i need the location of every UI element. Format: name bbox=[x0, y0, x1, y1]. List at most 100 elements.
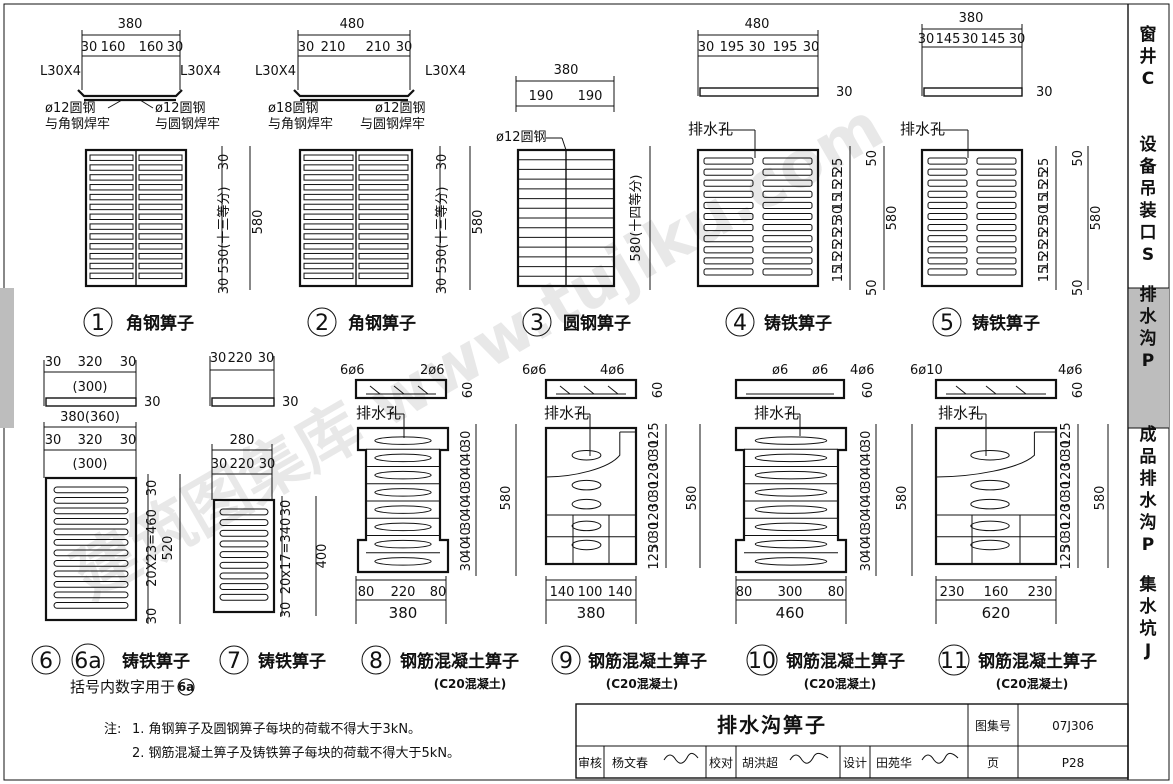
slot bbox=[703, 201, 754, 209]
slot bbox=[53, 560, 129, 567]
svg-text:P28: P28 bbox=[1062, 756, 1085, 770]
svg-text:6a: 6a bbox=[74, 649, 101, 674]
drawing-title: 排水沟箅子 bbox=[717, 713, 827, 737]
svg-text:ø6: ø6 bbox=[772, 363, 788, 378]
dim-text: 25 bbox=[831, 170, 846, 187]
svg-text:140: 140 bbox=[550, 585, 575, 600]
svg-text:60: 60 bbox=[651, 382, 666, 399]
dim-text: 125 bbox=[647, 545, 662, 570]
slot bbox=[762, 157, 813, 165]
drain-hole bbox=[754, 539, 828, 549]
slot bbox=[927, 201, 968, 209]
grate-bar bbox=[89, 174, 134, 181]
svg-text:280: 280 bbox=[230, 433, 255, 448]
svg-text:4: 4 bbox=[733, 311, 747, 336]
slot bbox=[219, 519, 269, 527]
dim-text: 30 bbox=[1059, 535, 1074, 552]
svg-text:2. 钢筋混凝土箅子及铸铁箅子每块的荷载不得大于5kN。: 2. 钢筋混凝土箅子及铸铁箅子每块的荷载不得大于5kN。 bbox=[132, 745, 460, 761]
grate-bar bbox=[89, 213, 134, 220]
svg-text:100: 100 bbox=[578, 585, 603, 600]
drain-hole bbox=[374, 539, 432, 549]
svg-text:380: 380 bbox=[577, 604, 606, 622]
svg-text:ø12圆钢: ø12圆钢 bbox=[496, 130, 547, 145]
svg-text:ø18圆钢: ø18圆钢 bbox=[268, 101, 319, 116]
svg-text:排水孔: 排水孔 bbox=[754, 404, 799, 422]
svg-text:杨文春: 杨文春 bbox=[612, 755, 648, 770]
grate-bar bbox=[303, 174, 354, 181]
svg-text:30: 30 bbox=[81, 40, 98, 55]
grate-bar bbox=[138, 164, 183, 171]
svg-text:580: 580 bbox=[685, 486, 700, 511]
dim-text: 120 bbox=[647, 504, 662, 529]
svg-text:50: 50 bbox=[1071, 279, 1086, 296]
svg-text:钢筋混凝土箅子: 钢筋混凝土箅子 bbox=[400, 651, 519, 672]
svg-text:圆钢箅子: 圆钢箅子 bbox=[563, 313, 631, 334]
dim-text: 15 bbox=[831, 266, 846, 283]
slot bbox=[762, 224, 813, 232]
svg-text:9: 9 bbox=[559, 649, 573, 674]
dim-text: 30 bbox=[647, 495, 662, 512]
slot bbox=[762, 168, 813, 176]
grate-bar bbox=[303, 272, 354, 280]
drain-hole bbox=[374, 505, 432, 514]
grate-bar bbox=[89, 252, 134, 260]
dim-text: 40 bbox=[859, 527, 874, 544]
svg-text:60: 60 bbox=[861, 382, 876, 399]
grate-bar bbox=[358, 213, 409, 220]
grate-bar bbox=[138, 184, 183, 191]
dim-text: 15 bbox=[1037, 254, 1052, 271]
svg-text:30: 30 bbox=[144, 395, 161, 410]
svg-text:30: 30 bbox=[167, 40, 184, 55]
dim-text: 25 bbox=[831, 218, 846, 235]
dim-text: 30 bbox=[1059, 522, 1074, 539]
dim-text: 30 bbox=[459, 513, 474, 530]
svg-text:铸铁箅子: 铸铁箅子 bbox=[972, 313, 1040, 334]
dim-text: 25 bbox=[1037, 242, 1052, 259]
grate-bar bbox=[358, 223, 409, 230]
svg-text:620: 620 bbox=[982, 604, 1011, 622]
grate-bar bbox=[138, 174, 183, 181]
svg-text:(300): (300) bbox=[73, 380, 108, 395]
slot bbox=[762, 268, 813, 276]
grate-bar bbox=[358, 184, 409, 191]
slot bbox=[762, 179, 813, 187]
svg-text:L30X4: L30X4 bbox=[180, 64, 221, 79]
slot bbox=[53, 507, 129, 515]
svg-text:5: 5 bbox=[940, 311, 954, 336]
svg-text:校对: 校对 bbox=[709, 755, 733, 770]
side-index-char: 水 bbox=[1140, 306, 1158, 327]
svg-text:4ø6: 4ø6 bbox=[850, 363, 875, 378]
svg-text:L30X4: L30X4 bbox=[425, 64, 466, 79]
detail-9-rc-grate: 6ø6 4ø6 60 排水孔 125303012030301203030125 … bbox=[522, 363, 707, 691]
slot bbox=[703, 235, 754, 243]
svg-text:排水孔: 排水孔 bbox=[900, 120, 945, 138]
slot bbox=[976, 168, 1017, 176]
grate-bar bbox=[303, 233, 354, 240]
svg-text:530(十三等分): 530(十三等分) bbox=[434, 187, 450, 274]
dim-text: 40 bbox=[859, 541, 874, 558]
svg-text:230: 230 bbox=[1028, 585, 1053, 600]
grate-bar bbox=[358, 164, 409, 171]
svg-text:480: 480 bbox=[745, 17, 770, 32]
svg-text:50: 50 bbox=[1071, 150, 1086, 167]
svg-text:580(十四等分): 580(十四等分) bbox=[628, 175, 644, 262]
slot bbox=[927, 212, 968, 221]
slot bbox=[976, 157, 1017, 165]
svg-text:195: 195 bbox=[773, 40, 798, 55]
slot bbox=[762, 201, 813, 209]
dim-text: 30 bbox=[647, 440, 662, 457]
drain-hole bbox=[374, 522, 432, 532]
svg-text:铸铁箅子: 铸铁箅子 bbox=[122, 651, 190, 672]
side-index-char: J bbox=[1144, 641, 1151, 661]
side-index-char: 排 bbox=[1140, 284, 1157, 305]
svg-text:20X23=460: 20X23=460 bbox=[145, 509, 160, 587]
slot bbox=[976, 235, 1017, 243]
slot bbox=[976, 246, 1017, 254]
side-index-char: 沟 bbox=[1140, 328, 1157, 349]
grate-bar bbox=[138, 154, 183, 161]
grate-bar bbox=[303, 203, 354, 211]
grate-bar bbox=[358, 193, 409, 201]
svg-text:30: 30 bbox=[279, 500, 294, 517]
grate-bar bbox=[89, 262, 134, 270]
